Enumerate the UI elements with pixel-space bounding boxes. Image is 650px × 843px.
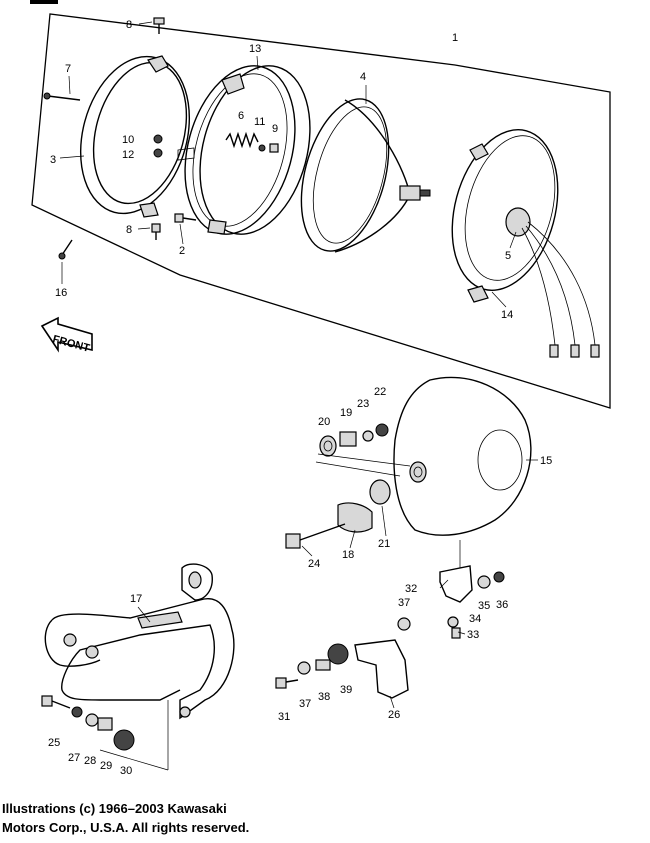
corner-bar	[30, 0, 58, 4]
shell-mount-hardware	[285, 423, 411, 549]
part-label-8a: 8	[126, 19, 132, 31]
small-fasteners	[43, 17, 197, 260]
part-label-38: 38	[318, 691, 330, 703]
part-label-2: 2	[179, 245, 185, 257]
copyright-line-1: Illustrations (c) 1966–2003 Kawasaki	[2, 801, 227, 816]
part-label-12: 12	[122, 149, 134, 161]
headlight-stay	[44, 563, 235, 720]
shell-bracket	[275, 540, 505, 699]
part-label-10: 10	[122, 134, 134, 146]
adjust-spring	[225, 131, 279, 153]
part-label-29: 29	[100, 760, 112, 772]
part-label-13: 13	[249, 43, 261, 55]
part-label-37a: 37	[398, 597, 410, 609]
part-label-11: 11	[254, 116, 265, 128]
part-label-3: 3	[50, 154, 56, 166]
part-label-23: 23	[357, 398, 369, 410]
part-label-26: 26	[388, 709, 400, 721]
part-label-1: 1	[452, 32, 458, 44]
part-label-9: 9	[272, 123, 278, 135]
part-labels: 1 2 3 4 5 6 7 8 8 9 10 11 12 13 14 15 16…	[48, 19, 552, 777]
part-label-24: 24	[308, 558, 320, 570]
front-arrow-icon: FRONT	[40, 316, 93, 355]
stay-fasteners	[41, 695, 169, 771]
part-label-35: 35	[478, 600, 490, 612]
part-label-25: 25	[48, 737, 60, 749]
part-label-30: 30	[120, 765, 132, 777]
part-label-36: 36	[496, 599, 508, 611]
part-label-17: 17	[130, 593, 142, 605]
part-label-4: 4	[360, 71, 366, 83]
part-label-22: 22	[374, 386, 386, 398]
part-label-20: 20	[318, 416, 330, 428]
part-label-27: 27	[68, 752, 80, 764]
part-label-5: 5	[505, 250, 511, 262]
leader-lines	[59, 21, 538, 709]
part-label-14: 14	[501, 309, 513, 321]
headlight-lens	[300, 98, 431, 253]
mounting-ring	[177, 65, 311, 235]
part-label-31: 31	[278, 711, 290, 723]
part-label-7: 7	[65, 63, 71, 75]
part-label-33: 33	[467, 629, 479, 641]
assembly-frame	[31, 13, 611, 409]
headlight-housing-inner	[451, 129, 600, 358]
headlight-shell	[393, 376, 532, 536]
part-label-37b: 37	[299, 698, 311, 710]
part-label-15: 15	[540, 455, 552, 467]
rim-ring	[79, 55, 191, 218]
part-label-28: 28	[84, 755, 96, 767]
copyright-line-2: Motors Corp., U.S.A. All rights reserved…	[2, 820, 250, 835]
part-label-21: 21	[378, 538, 390, 550]
part-label-16: 16	[55, 287, 67, 299]
part-label-6: 6	[238, 110, 244, 122]
part-label-19: 19	[340, 407, 352, 419]
part-label-39: 39	[340, 684, 352, 696]
part-label-18: 18	[342, 549, 354, 561]
copyright-footer: Illustrations (c) 1966–2003 Kawasaki Mot…	[2, 799, 642, 837]
part-label-32: 32	[405, 583, 417, 595]
part-label-34: 34	[469, 613, 481, 625]
part-label-8b: 8	[126, 224, 132, 236]
